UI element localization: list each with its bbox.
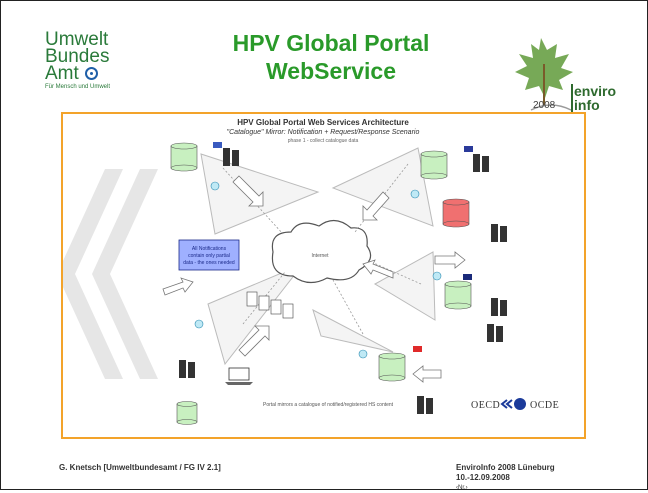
triangle-top-left [200,153,320,235]
slide-title-line1: HPV Global Portal [232,30,430,56]
notification-text-2: contain only partial [188,253,230,259]
oecd-text-right: OCDE [530,400,559,411]
db-top-right [420,150,448,180]
oecd-chevron-icon [500,399,513,409]
internet-cloud-icon [271,219,372,284]
diagram-frame: HPV Global Portal Web Services Architect… [61,112,586,439]
enviroinfo-divider [571,84,573,114]
db-bottom-right [378,352,406,382]
diagram-subtitle: "Catalogue" Mirror: Notification + Reque… [227,129,420,136]
oecd-circle-icon [514,398,526,410]
enviroinfo-word1: enviro [574,83,617,99]
arrows [162,175,466,383]
server-icons [179,148,507,414]
db-bottom-left [176,401,198,425]
notification-text-1: All Notifications [192,246,227,252]
slide-title-line2: WebService [266,58,396,84]
db-right [444,280,472,310]
uba-logo-line3-wrap: Amt [45,63,155,84]
enviroinfo-logo: enviro info 2008 [511,34,616,114]
diagram-title: HPV Global Portal Web Services Architect… [237,118,409,127]
triangle-top-right [331,147,434,227]
badge-icons [194,181,442,359]
triangle-bottom-right [312,308,394,353]
db-hpvcar [170,142,198,172]
portal-note: Portal mirrors a catalogue of notified/r… [263,402,394,408]
uba-tagline: Für Mensch und Umwelt [45,84,111,90]
footer-event-date: 10.-12.09.2008 [456,473,510,482]
oecd-logo: OECD OCDE [471,398,559,411]
uba-seal-icon [84,67,98,80]
slide-title: HPV Global Portal WebService [171,29,491,85]
notification-box [178,239,240,271]
footer-author: G. Knetsch [Umweltbundesamt / FG IV 2.1] [59,463,221,472]
cloud-label: Internet [312,253,330,259]
uba-logo-line1: Umwelt [45,29,109,50]
flag-jp-icon [413,346,422,352]
chevron-bg-1 [63,169,123,379]
chevron-bg-2 [92,169,158,379]
laptop-base-icon [225,382,253,385]
db-red [442,198,470,228]
diagram-phase: phase 1 - collect catalogue data [288,138,359,144]
maple-leaf-icon [515,38,573,111]
uba-logo-line3: Amt [45,63,79,84]
catalogue-stack [246,291,294,319]
oecd-text-left: OECD [471,400,500,411]
umweltbundesamt-logo: Umwelt Bundes Amt Für Mensch und Umwelt [45,29,155,91]
flag-us-icon [213,142,222,148]
enviroinfo-year: 2008 [533,100,556,111]
enviroinfo-word2: info [574,97,600,113]
footer-event: EnviroInfo 2008 Lüneburg 10.-12.09.2008 … [456,463,606,493]
flag-au-icon [463,274,472,280]
triangle-bottom-left [207,262,305,366]
laptop-icon [228,367,250,381]
footer-event-line1: EnviroInfo 2008 Lüneburg [456,463,555,472]
footer-event-line2: 10.-12.09.2008 ‹Nr.› [456,473,606,493]
footer-page-number: ‹Nr.› [456,485,468,491]
uba-logo-line2: Bundes [45,46,110,67]
architecture-diagram: HPV Global Portal Web Services Architect… [63,118,559,425]
triangle-right [373,251,436,321]
notification-text-3: data - the ones needed [183,260,235,266]
flag-eu-icon [464,146,473,152]
